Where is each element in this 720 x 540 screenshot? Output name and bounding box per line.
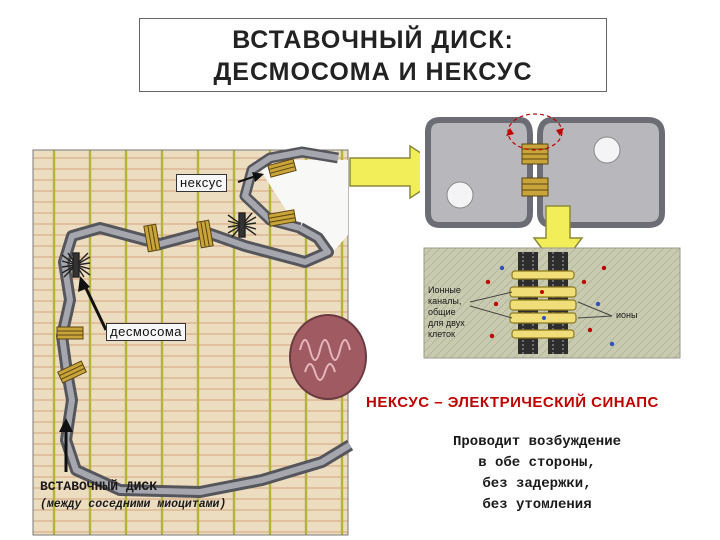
property-line: без утомления: [482, 497, 592, 513]
desmosome-tag: десмосома: [106, 323, 187, 341]
desmosomes: [61, 212, 257, 278]
property-line: в обе стороны,: [478, 455, 596, 471]
muscle-tissue-micrograph: [32, 146, 367, 536]
property-line: Проводит возбуждение: [452, 434, 622, 450]
ion-channels-diagram: [423, 247, 681, 359]
ion-channels-label-line: клеток: [428, 329, 455, 339]
disk-subtitle: (между соседними миоцитами): [40, 498, 227, 511]
title-box: ВСТАВОЧНЫЙ ДИСК: ДЕСМОСОМА И НЕКСУС: [139, 18, 607, 92]
nexus-caption: НЕКСУС – ЭЛЕКТРИЧЕСКИЙ СИНАПС: [366, 394, 659, 411]
ion-channels-label-line: Ионные: [428, 285, 461, 295]
nexus-tag: нексус: [176, 174, 227, 192]
intercalated-disc-membrane: [56, 146, 354, 498]
ion-channels-label-line: каналы,: [428, 296, 462, 306]
desmosome-pointer-arrow: [78, 276, 108, 331]
title-line-1: ВСТАВОЧНЫЙ ДИСК:: [232, 26, 514, 54]
desmosome: [227, 212, 257, 238]
current-loop-icon: [506, 113, 564, 151]
nexus-junction: [143, 223, 161, 253]
channel-pointer-lines: [469, 291, 613, 319]
disk-pointer-arrow: [59, 418, 73, 472]
mitochondrion: [289, 314, 367, 400]
ion-channels-label: Ионные каналы, общие для двух клеток: [428, 285, 476, 340]
left-cell: [425, 117, 533, 228]
property-line: без задержки,: [482, 476, 592, 492]
ions-label: ионы: [616, 310, 638, 320]
title-line-2: ДЕСМОСОМА И НЕКСУС: [213, 58, 533, 86]
desmosome: [61, 252, 91, 278]
ion-channels-label-line: для двух: [428, 318, 465, 328]
nexus-junction: [196, 219, 214, 249]
nexus-junction: [56, 326, 84, 340]
nexus-pointer-arrow: [237, 172, 264, 183]
nexus-junction: [57, 360, 87, 384]
disk-title: ВСТАВОЧНЫЙ ДИСК: [40, 479, 158, 494]
ion-channels-label-line: общие: [428, 307, 456, 317]
nexus-junction: [267, 209, 297, 227]
ion-particles: [485, 265, 615, 347]
nexus-junctions: [56, 158, 297, 384]
right-cell: [537, 117, 665, 228]
nexus-junction: [267, 158, 297, 178]
nexus-properties: Проводит возбуждение в обе стороны, без …: [408, 432, 666, 516]
